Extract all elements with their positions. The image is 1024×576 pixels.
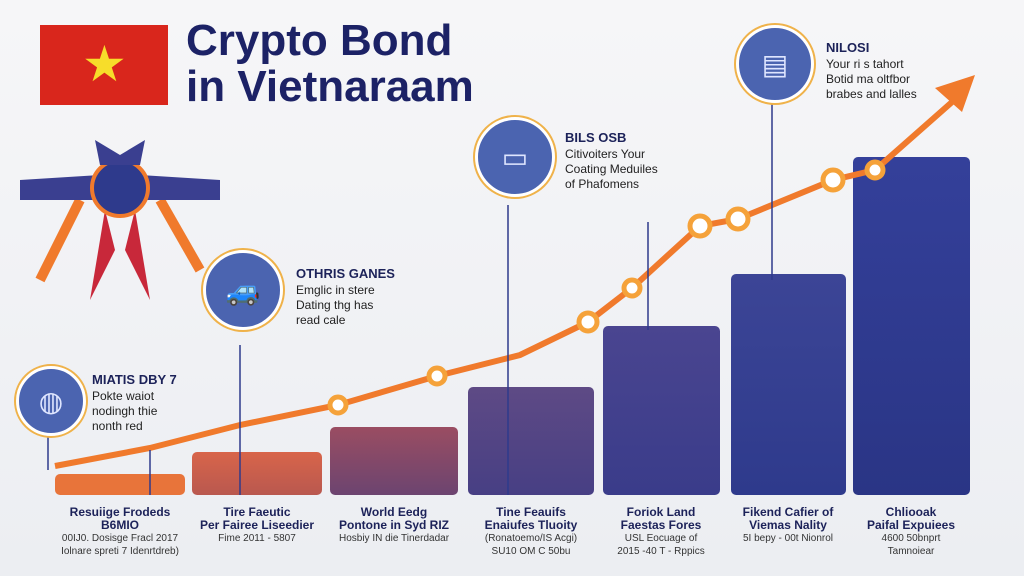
note-heading: OTHRIS GANES — [296, 266, 395, 281]
caption-title: Paifal Expuiees — [866, 518, 956, 532]
note-line: Citivoiters Your — [565, 147, 646, 161]
emblem-icon — [20, 140, 220, 300]
card-icon: ▭ — [475, 117, 555, 197]
bar-1 — [55, 474, 185, 495]
caption-title: Fikend Cafier of — [742, 505, 834, 519]
bar-2 — [192, 452, 322, 495]
note-line: of Phafomens — [565, 177, 640, 191]
caption-sub: Fime 2011 - 5807 — [218, 533, 296, 544]
caption-sub: Tamnoiear — [887, 546, 935, 557]
caption-title: Tine Feauifs — [496, 505, 566, 519]
vietnam-flag: ★ — [40, 25, 168, 105]
note-line: read cale — [296, 313, 346, 327]
caption-title: Per Fairee Liseedier — [199, 518, 315, 532]
note-line: Dating thg has — [296, 298, 374, 312]
note-heading: MIATIS DBY 7 — [92, 372, 177, 387]
bar-4 — [468, 387, 594, 495]
caption-title: Resuiige Frodeds — [69, 505, 171, 519]
note-heading: BILS OSB — [565, 130, 627, 145]
globe-icon: ◍ — [16, 366, 86, 436]
caption-title: Tire Faeutic — [223, 505, 291, 519]
caption-sub: Iolnare spreti 7 Idenrtdreb) — [61, 546, 179, 557]
note-line: nodingh thie — [92, 404, 158, 418]
caption-title: World Eedg — [360, 505, 428, 519]
caption-title: Faestas Fores — [620, 518, 702, 532]
safe-box-icon: ▤ — [736, 25, 814, 103]
caption-title: Viemas Nality — [749, 518, 827, 532]
bar-7 — [853, 157, 970, 495]
caption-sub: SU10 OM C 50bu — [491, 546, 571, 557]
caption-title: Enaiufes Tluoity — [484, 518, 578, 532]
note-line: Pokte waiot — [92, 389, 155, 403]
note-line: nonth red — [92, 419, 143, 433]
note-line: Coating Meduiles — [565, 162, 658, 176]
caption-sub: USL Eocuage of — [624, 533, 698, 544]
caption-sub: 4600 50bnprt — [881, 533, 941, 544]
caption-sub: Hosbiy IN die Tinerdadar — [338, 533, 450, 544]
note-line: Your ri s tahort — [826, 57, 904, 71]
star-icon: ★ — [82, 36, 127, 92]
car-icon: 🚙 — [203, 250, 283, 330]
page-title: Crypto Bond in Vietnaraam — [186, 18, 474, 110]
title-line-2: in Vietnaraam — [186, 62, 474, 111]
note-line: Emglic in stere — [296, 283, 375, 297]
caption-title: Chliooak — [885, 505, 937, 519]
caption-sub: 2015 -40 T - Rppics — [617, 546, 705, 557]
caption-sub: 5I bepy - 00t Nionrol — [742, 533, 834, 544]
bar-6 — [731, 274, 846, 495]
caption-title: Foriok Land — [626, 505, 696, 519]
bar-5 — [603, 326, 720, 495]
caption-sub: 00IJ0. Dosisge Fracl 2017 — [61, 533, 179, 544]
title-line-1: Crypto Bond — [186, 16, 453, 65]
caption-title: B6MIO — [100, 518, 139, 532]
bar-3 — [330, 427, 458, 495]
caption-sub: (Ronatoemo/IS Acgi) — [484, 533, 578, 544]
caption-title: Pontone in Syd RIZ — [339, 518, 449, 532]
note-line: brabes and lalles — [826, 87, 917, 101]
note-heading: NILOSI — [826, 40, 870, 55]
note-line: Botid ma oltfbor — [826, 72, 911, 86]
arrow-head-icon — [935, 75, 975, 112]
